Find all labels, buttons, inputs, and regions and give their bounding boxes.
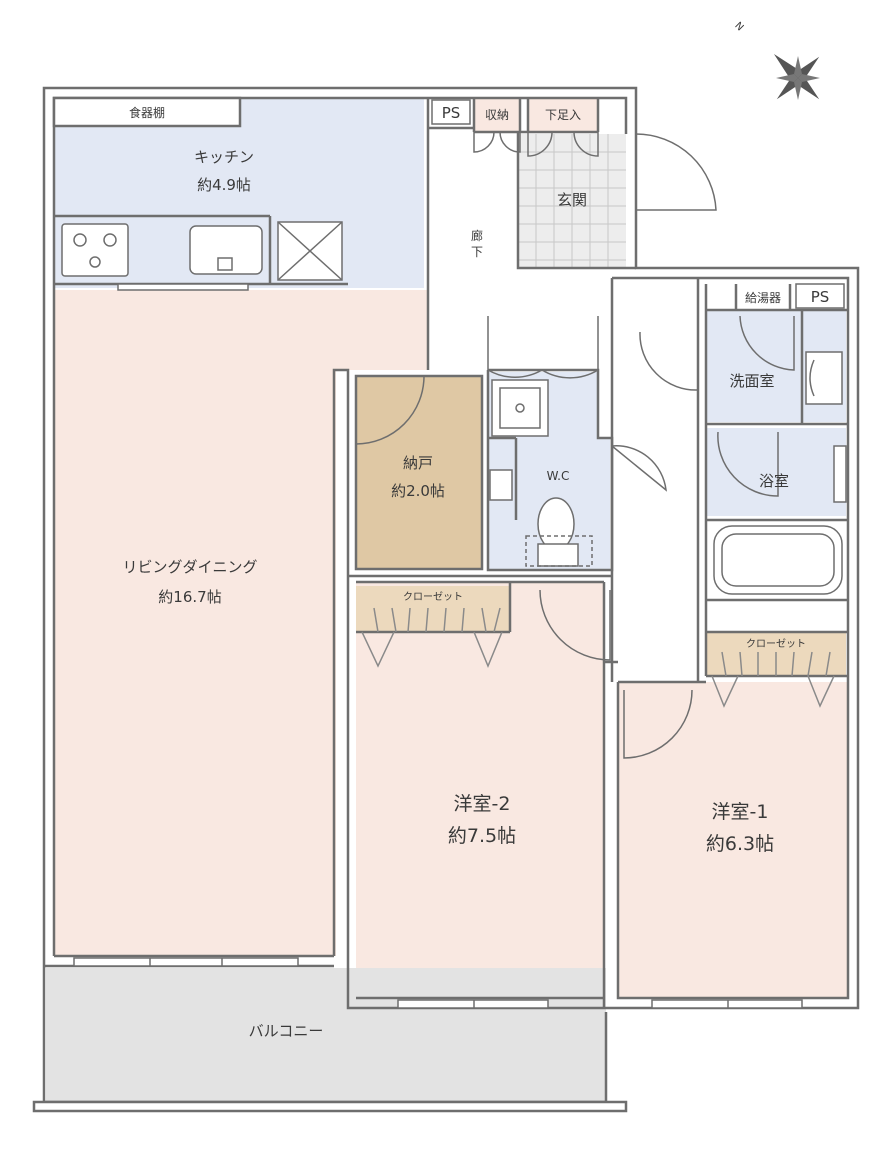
western1-size: 約6.3帖 bbox=[706, 833, 774, 855]
western2-name: 洋室-2 bbox=[454, 793, 511, 815]
entrance-name: 玄関 bbox=[557, 191, 587, 209]
compass-icon: N bbox=[732, 20, 820, 100]
floor-fills bbox=[46, 98, 848, 1102]
nando-name: 納戸 bbox=[403, 454, 433, 472]
stove-icon bbox=[61, 223, 129, 277]
bathroom-name: 浴室 bbox=[759, 472, 789, 490]
western2-floor bbox=[356, 582, 604, 998]
living-floor-ext bbox=[334, 290, 428, 370]
wet-fixtures bbox=[489, 351, 847, 595]
labels: 食器棚 PS 収納 下足入 給湯器 PS クローゼット クローゼット キッチン … bbox=[122, 104, 829, 1040]
shuno-label: 収納 bbox=[485, 108, 509, 122]
nando-floor bbox=[356, 376, 482, 569]
closet2-label: クローゼット bbox=[403, 591, 463, 603]
water-heater-label: 給湯器 bbox=[745, 291, 781, 305]
closet-door-marks bbox=[361, 607, 835, 708]
ps-right-label: PS bbox=[811, 288, 830, 306]
shuno-floor bbox=[474, 98, 520, 132]
sink-icon bbox=[189, 225, 263, 275]
walls bbox=[32, 86, 860, 1113]
washroom-name: 洗面室 bbox=[729, 372, 774, 390]
kitchen-size: 約4.9帖 bbox=[197, 176, 251, 194]
living-floor bbox=[54, 290, 336, 956]
washbasin-icon bbox=[805, 351, 843, 405]
bathtub-icon bbox=[713, 525, 843, 595]
living-size: 約16.7帖 bbox=[158, 588, 221, 606]
washstand-icon bbox=[491, 379, 549, 437]
shoe-box-floor bbox=[528, 98, 598, 132]
kitchen-name: キッチン bbox=[194, 148, 254, 166]
wc-handsink-icon bbox=[489, 469, 513, 501]
wc-name: W.C bbox=[547, 469, 570, 483]
western1-name: 洋室-1 bbox=[712, 801, 769, 823]
shoe-box-label: 下足入 bbox=[545, 108, 581, 122]
small-label-boxes bbox=[431, 99, 845, 309]
entrance-tile-grid bbox=[518, 134, 626, 268]
windows bbox=[73, 283, 803, 1009]
hallway-char1: 廊 bbox=[471, 228, 483, 243]
hallway-char2: 下 bbox=[471, 245, 483, 259]
toilet-icon bbox=[537, 497, 575, 551]
balcony-name: バルコニー bbox=[249, 1022, 324, 1040]
dish-shelf-label: 食器棚 bbox=[129, 105, 165, 120]
compass-north-label: N bbox=[732, 20, 745, 33]
western2-size: 約7.5帖 bbox=[448, 825, 516, 847]
balcony-floor bbox=[46, 968, 606, 1102]
western1-floor bbox=[618, 682, 848, 998]
door-swings bbox=[355, 131, 795, 759]
ps-top-label: PS bbox=[442, 104, 461, 122]
closet1-label: クローゼット bbox=[746, 638, 806, 650]
living-name: リビングダイニング bbox=[122, 558, 257, 576]
kitchen-fixtures bbox=[61, 221, 343, 281]
nando-size: 約2.0帖 bbox=[391, 482, 445, 500]
